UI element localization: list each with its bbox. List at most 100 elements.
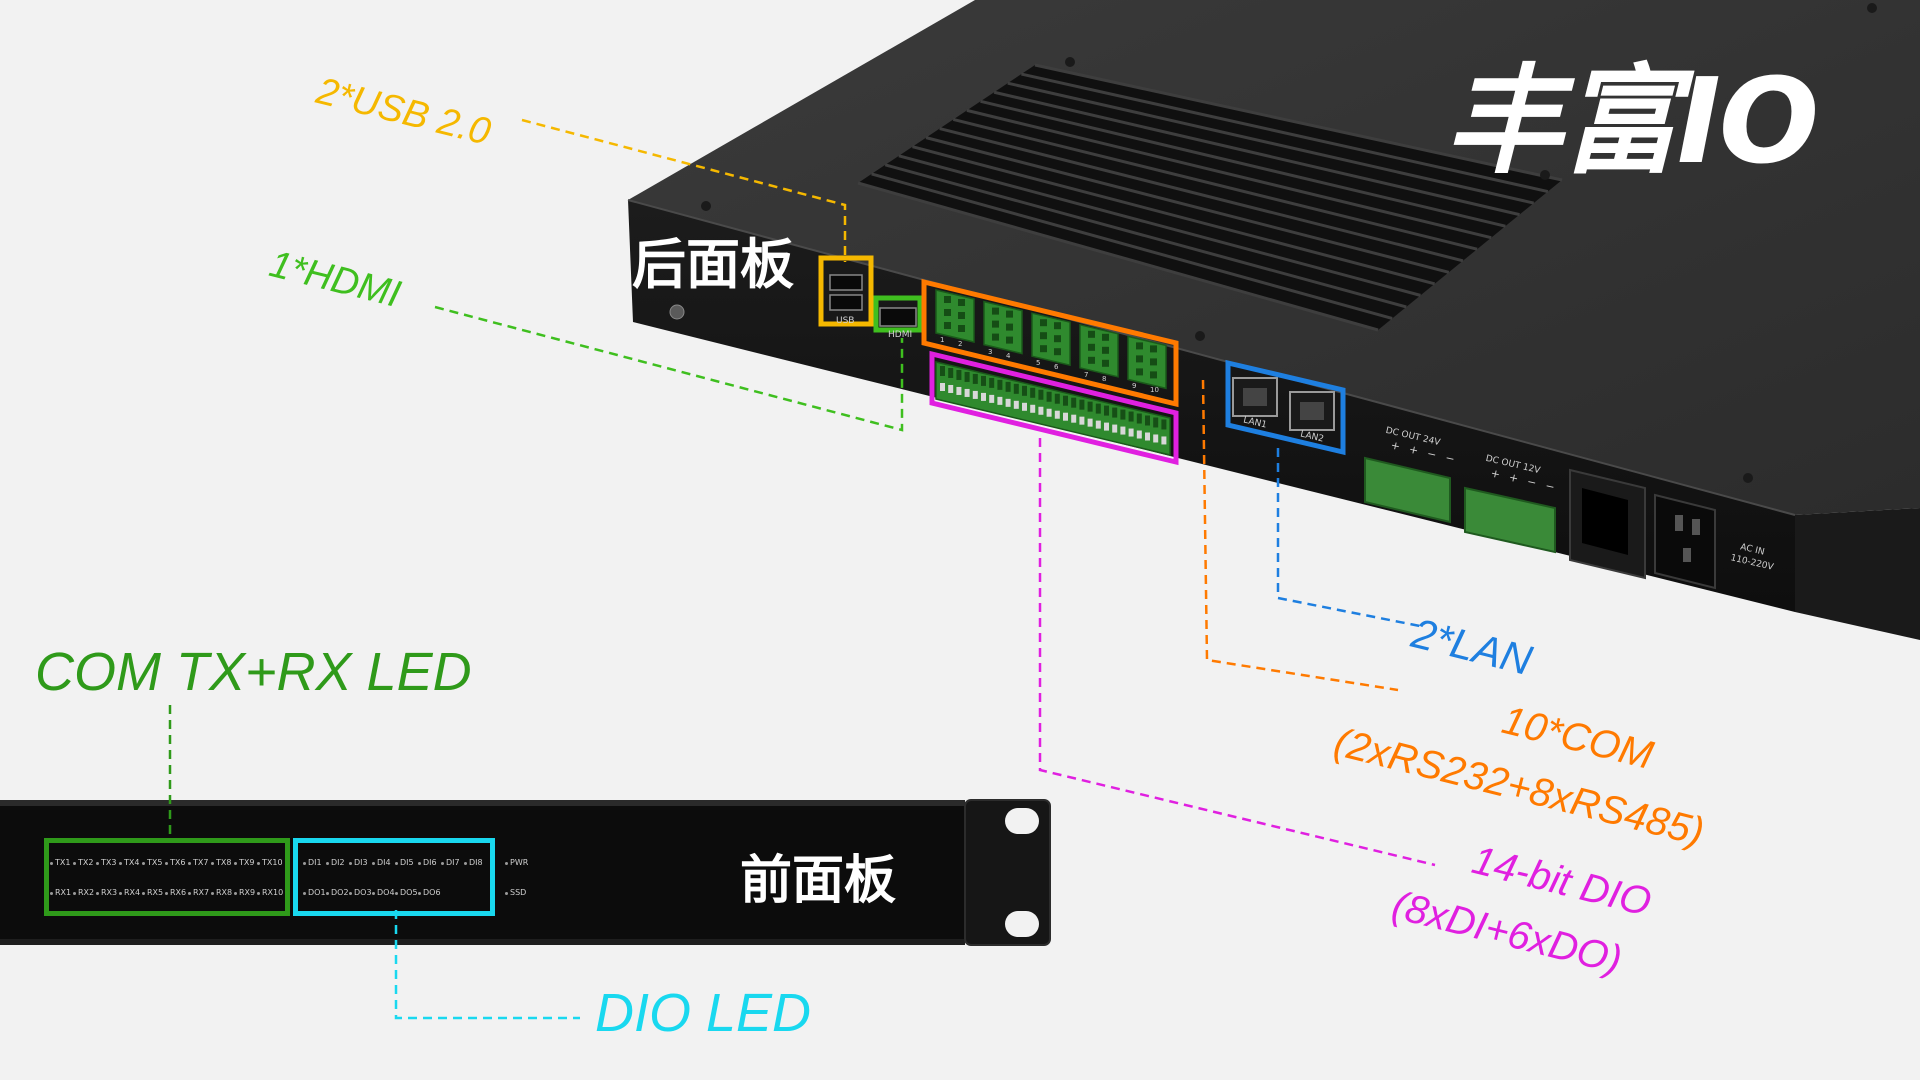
dio-pin-label-strip — [948, 384, 954, 393]
led-indicator — [395, 892, 398, 895]
terminal-hole — [1088, 330, 1095, 338]
dio-terminal-pin — [1030, 387, 1036, 398]
dio-pin-label-strip — [940, 383, 945, 391]
terminal-hole — [1102, 346, 1109, 354]
led-indicator — [372, 892, 375, 895]
led-label: TX3 — [101, 858, 117, 867]
led-label: DI4 — [377, 858, 391, 867]
com-index-label: 9 — [1132, 382, 1137, 391]
page-title: 丰富IO — [1445, 52, 1819, 190]
led-label: RX10 — [262, 888, 284, 897]
com-index-label: 3 — [988, 347, 993, 356]
dio-terminal-strip — [935, 361, 1171, 456]
dio-pin-label-strip — [1136, 430, 1142, 439]
dio-terminal-pin — [964, 371, 970, 382]
terminal-hole — [944, 296, 951, 303]
dio-pin-label-strip — [1063, 412, 1068, 421]
dio-pin-label-strip — [1112, 424, 1118, 433]
led-label: DI3 — [354, 858, 368, 867]
led-label: DO3 — [354, 888, 372, 897]
terminal-hole — [992, 307, 999, 315]
dio-pin-label-strip — [956, 386, 962, 395]
rack-ear — [964, 799, 1051, 946]
terminal-hole — [992, 333, 999, 341]
dio-terminal-pin — [948, 367, 954, 378]
led-label: RX7 — [193, 888, 210, 897]
led-label: DI5 — [400, 858, 414, 867]
led-indicator — [441, 862, 444, 865]
dio-terminal-pin — [1054, 393, 1060, 404]
led-indicator — [119, 892, 122, 895]
dio-terminal-pin — [1071, 397, 1077, 408]
terminal-hole — [1054, 322, 1061, 330]
led-indicator — [96, 892, 99, 895]
front-panel-bezel-top — [0, 800, 965, 806]
terminal-hole — [944, 322, 951, 329]
leader-lines — [168, 118, 1436, 1020]
led-label: DO4 — [377, 888, 395, 897]
led-indicator — [303, 892, 306, 895]
dio-terminal-pin — [1145, 415, 1150, 426]
com-led-box — [44, 838, 290, 916]
terminal-hole — [1150, 345, 1157, 353]
led-indicator — [142, 892, 145, 895]
dio-pin-label-strip — [1071, 414, 1077, 423]
dio-terminal-pin — [1038, 389, 1044, 400]
front-panel-bezel-bottom — [0, 939, 965, 945]
terminal-hole — [1006, 336, 1013, 344]
led-label: DO6 — [423, 888, 441, 897]
led-label: RX4 — [124, 888, 141, 897]
com-led-callout: COM TX+RX LED — [35, 642, 472, 702]
dio-terminal-pin — [1136, 413, 1142, 424]
dio-pin-label-strip — [989, 394, 995, 403]
dio-pin-label-strip — [1153, 434, 1159, 443]
led-label: TX10 — [262, 858, 283, 867]
lan-ports — [1232, 377, 1335, 431]
terminal-hole — [1150, 371, 1157, 379]
hdmi-port — [879, 307, 917, 327]
dio-terminal-pin — [1161, 419, 1167, 430]
dio-terminal-pin — [972, 373, 978, 384]
terminal-hole — [992, 320, 999, 328]
lan1-label: LAN1 — [1242, 415, 1268, 431]
led-label: TX7 — [193, 858, 209, 867]
led-label: DO2 — [331, 888, 349, 897]
com-index-label: 10 — [1150, 386, 1159, 395]
dio-pin-label-strip — [1087, 418, 1093, 427]
dc-out-connectors — [1364, 456, 1556, 554]
dio-pin-label-strip — [1128, 428, 1134, 437]
terminal-hole — [1088, 343, 1095, 351]
led-indicator — [50, 892, 53, 895]
led-indicator — [372, 862, 375, 865]
dio-terminal-pin — [940, 366, 945, 376]
com-index-label: 1 — [940, 336, 945, 344]
com-index-label: 5 — [1036, 359, 1041, 368]
led-label: RX1 — [55, 888, 72, 897]
com-terminal-blocks — [935, 289, 1167, 390]
dio-terminal-pin — [1087, 401, 1093, 412]
led-indicator — [211, 892, 214, 895]
led-label: TX4 — [124, 858, 140, 867]
led-indicator — [142, 862, 145, 865]
led-indicator — [505, 862, 508, 865]
terminal-hole — [1102, 359, 1109, 367]
led-indicator — [395, 862, 398, 865]
chassis-side — [1795, 508, 1920, 640]
led-label: TX1 — [55, 858, 71, 867]
dio-pin-label-strip — [1022, 402, 1027, 411]
terminal-hole — [1006, 310, 1013, 318]
led-indicator — [234, 892, 237, 895]
led-indicator — [326, 862, 329, 865]
led-label: RX3 — [101, 888, 118, 897]
dio-terminal-pin — [1046, 391, 1052, 402]
highlight-boxes — [818, 255, 1346, 466]
dio-pin-label-strip — [1104, 422, 1109, 431]
dio-pin-label-strip — [1079, 416, 1085, 425]
dio-pin-label-strip — [997, 396, 1003, 405]
led-label: TX2 — [78, 858, 94, 867]
terminal-hole — [1136, 355, 1143, 363]
led-indicator — [165, 892, 168, 895]
dio-pin-label-strip — [1030, 404, 1036, 413]
